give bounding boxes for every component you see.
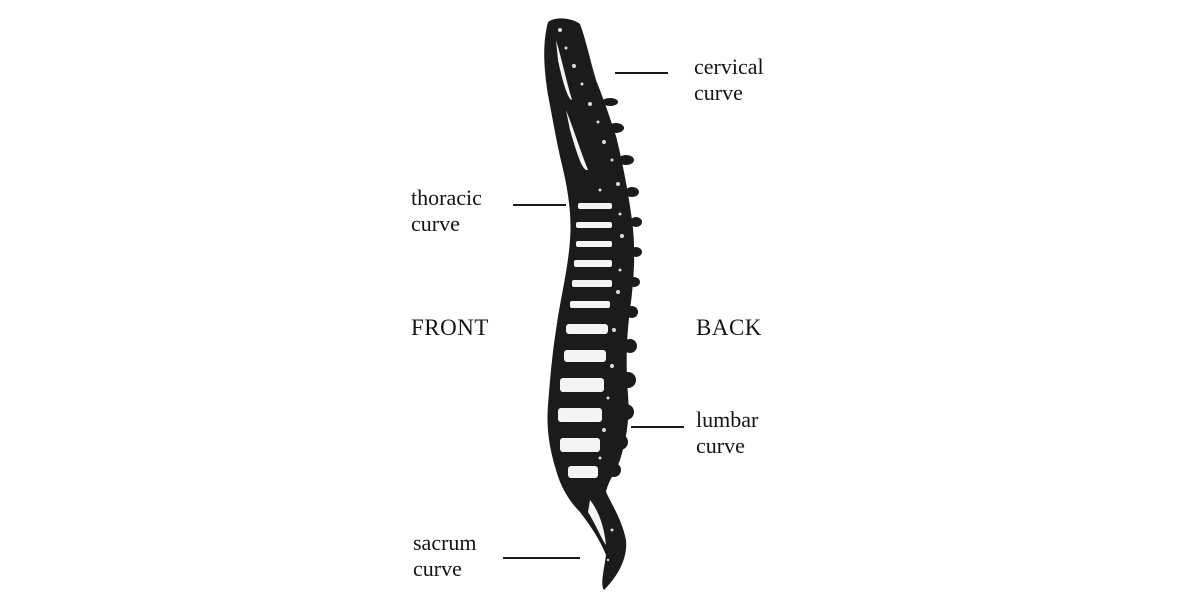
cervical-leader-line: [615, 72, 668, 74]
sacrum-curve-label: sacrum curve: [413, 530, 477, 582]
spinous-processes: [602, 98, 642, 477]
cervical-curve-label: cervical curve: [694, 54, 764, 106]
back-orientation-label: BACK: [696, 315, 762, 340]
lumbar-leader-line: [631, 426, 684, 428]
front-orientation-label: FRONT: [411, 315, 489, 340]
vertebra-highlights: [556, 40, 612, 545]
sacrum-label-line2: curve: [413, 556, 462, 581]
sacrum-leader-line: [503, 557, 580, 559]
lumbar-label-line1: lumbar: [696, 407, 759, 432]
thoracic-leader-line: [513, 204, 566, 206]
thoracic-curve-label: thoracic curve: [411, 185, 482, 237]
cervical-label-line2: curve: [694, 80, 743, 105]
thoracic-label-line2: curve: [411, 211, 460, 236]
bone-texture: [558, 28, 624, 562]
thoracic-label-line1: thoracic: [411, 185, 482, 210]
cervical-label-line1: cervical: [694, 54, 764, 79]
lumbar-label-line2: curve: [696, 433, 745, 458]
lumbar-curve-label: lumbar curve: [696, 407, 758, 459]
sacrum-label-line1: sacrum: [413, 530, 477, 555]
